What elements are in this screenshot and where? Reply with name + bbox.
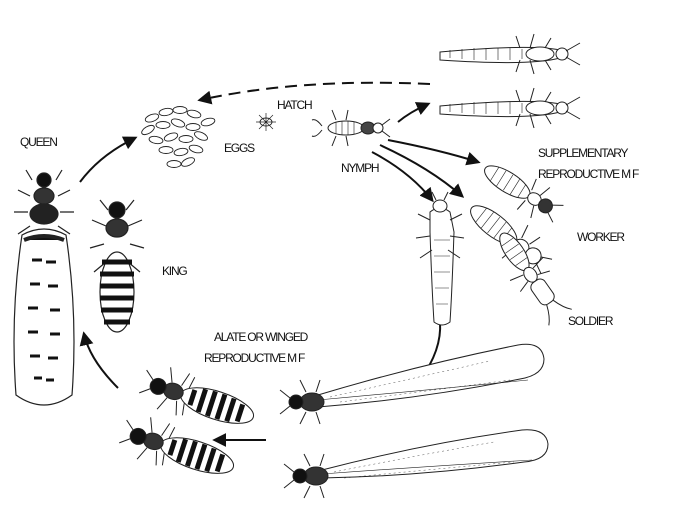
- supplementary-label-line2: REPRODUCTIVE M F: [538, 167, 639, 181]
- supplementary-reproductive-diagonal: [484, 165, 564, 223]
- queen-label: QUEEN: [20, 135, 58, 149]
- worker-label: WORKER: [577, 230, 625, 244]
- dealate-reproductive-upper: [139, 367, 255, 424]
- nymph-to-supplementary-top-arrow: [397, 102, 431, 123]
- soldier-termite: [499, 232, 572, 326]
- nymph-to-worker-arrow: [379, 144, 465, 198]
- dealate-to-queen-arrow: [79, 331, 119, 389]
- supplementary-reproductive-top-1: [439, 33, 581, 75]
- supplementary-label-line1: SUPPLEMENTARY: [538, 146, 629, 160]
- hatch-label: HATCH: [277, 98, 313, 112]
- king-termite: [89, 199, 145, 333]
- hatching-egg: [256, 113, 276, 131]
- nymph-label: NYMPH: [341, 161, 380, 175]
- alate-nymph-termite: [415, 191, 465, 326]
- egg-cluster: [141, 106, 216, 168]
- nymph-to-supplementary-arrow: [387, 139, 481, 166]
- nymph-to-alate-nymph-arrow: [371, 151, 434, 203]
- dealate-reproductive-lower: [119, 417, 235, 474]
- king-label: KING: [162, 264, 188, 278]
- queen-to-eggs-arrow: [79, 136, 138, 183]
- alate-label-line1: ALATE OR WINGED: [214, 330, 308, 344]
- queen-termite: [13, 169, 75, 406]
- soldier-label: SOLDIER: [568, 314, 614, 328]
- nymph-termite: [311, 109, 391, 147]
- winged-alate-upper: [279, 343, 545, 425]
- winged-alate-lower: [283, 429, 549, 499]
- eggs-label: EGGS: [224, 141, 255, 155]
- supplementary-to-eggs-dashed-arrow: [197, 81, 431, 105]
- supplementary-reproductive-top-2: [439, 87, 581, 129]
- alate-label-line2: REPRODUCTIVE M F: [204, 351, 305, 365]
